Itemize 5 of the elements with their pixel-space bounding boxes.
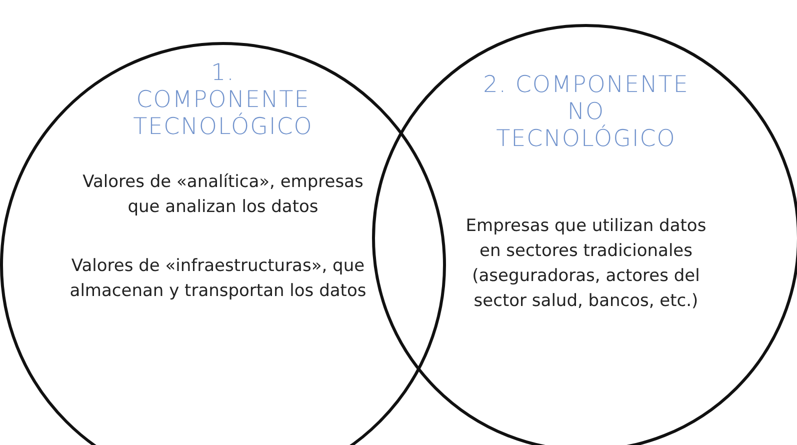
section-heading: 1. COMPONENTE TECNOLÓGICO bbox=[133, 60, 313, 141]
description-text: Valores de «infraestructuras», que almacenan y transportan los datos bbox=[68, 255, 368, 303]
description-text: Valores de «analítica», empresas que analizan los datos bbox=[82, 171, 364, 219]
description-text: Empresas que utilizan datos en sectores tradicionales (aseguradoras, actores del sector salud, bancos, etc.) bbox=[464, 215, 708, 313]
section-heading: 2. COMPONENTE NO TECNOLÓGICO bbox=[482, 72, 690, 153]
